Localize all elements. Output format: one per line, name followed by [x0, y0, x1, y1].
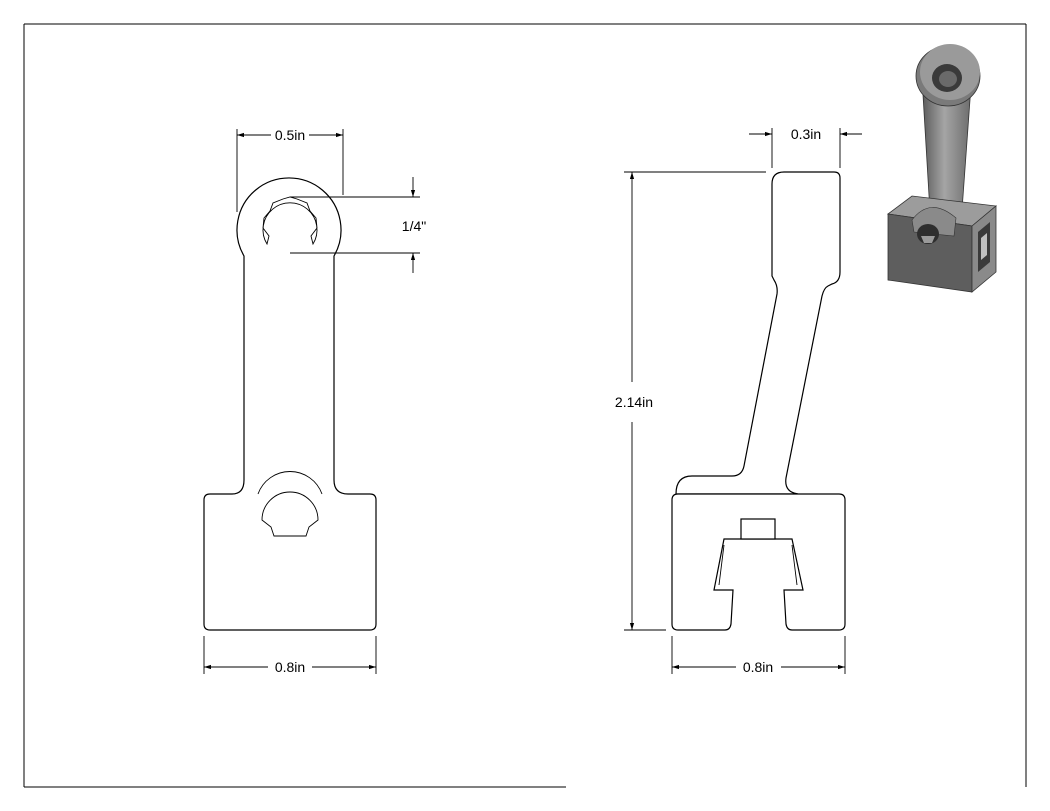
side-view-block: [671, 493, 846, 631]
front-view-boss: [257, 471, 323, 495]
front-base-width-dimension: 0.8in: [203, 636, 377, 675]
side-view-slot-inner: [718, 544, 798, 586]
side-view-arm: [675, 171, 841, 495]
side-base-width-dimension: 0.8in: [671, 636, 846, 675]
side-top-width-dimension: 0.3in: [749, 126, 862, 168]
sheet-border: [23, 23, 1027, 788]
side-base-width-label: 0.8in: [743, 659, 773, 675]
front-hole-dimension: 1/4": [290, 177, 426, 273]
side-top-width-label: 0.3in: [791, 126, 821, 142]
side-height-dimension: 2.14in: [615, 171, 766, 631]
front-view-base-hole: [261, 491, 319, 537]
side-view: [671, 171, 846, 631]
front-view: [203, 177, 377, 631]
front-base-width-label: 0.8in: [275, 659, 305, 675]
side-height-label: 2.14in: [615, 394, 653, 410]
front-top-width-label: 0.5in: [275, 127, 305, 143]
side-view-key: [740, 518, 776, 540]
front-view-outline: [203, 177, 377, 631]
front-hole-label: 1/4": [402, 218, 426, 234]
isometric-render: [886, 44, 997, 293]
front-top-width-dimension: 0.5in: [236, 127, 344, 212]
